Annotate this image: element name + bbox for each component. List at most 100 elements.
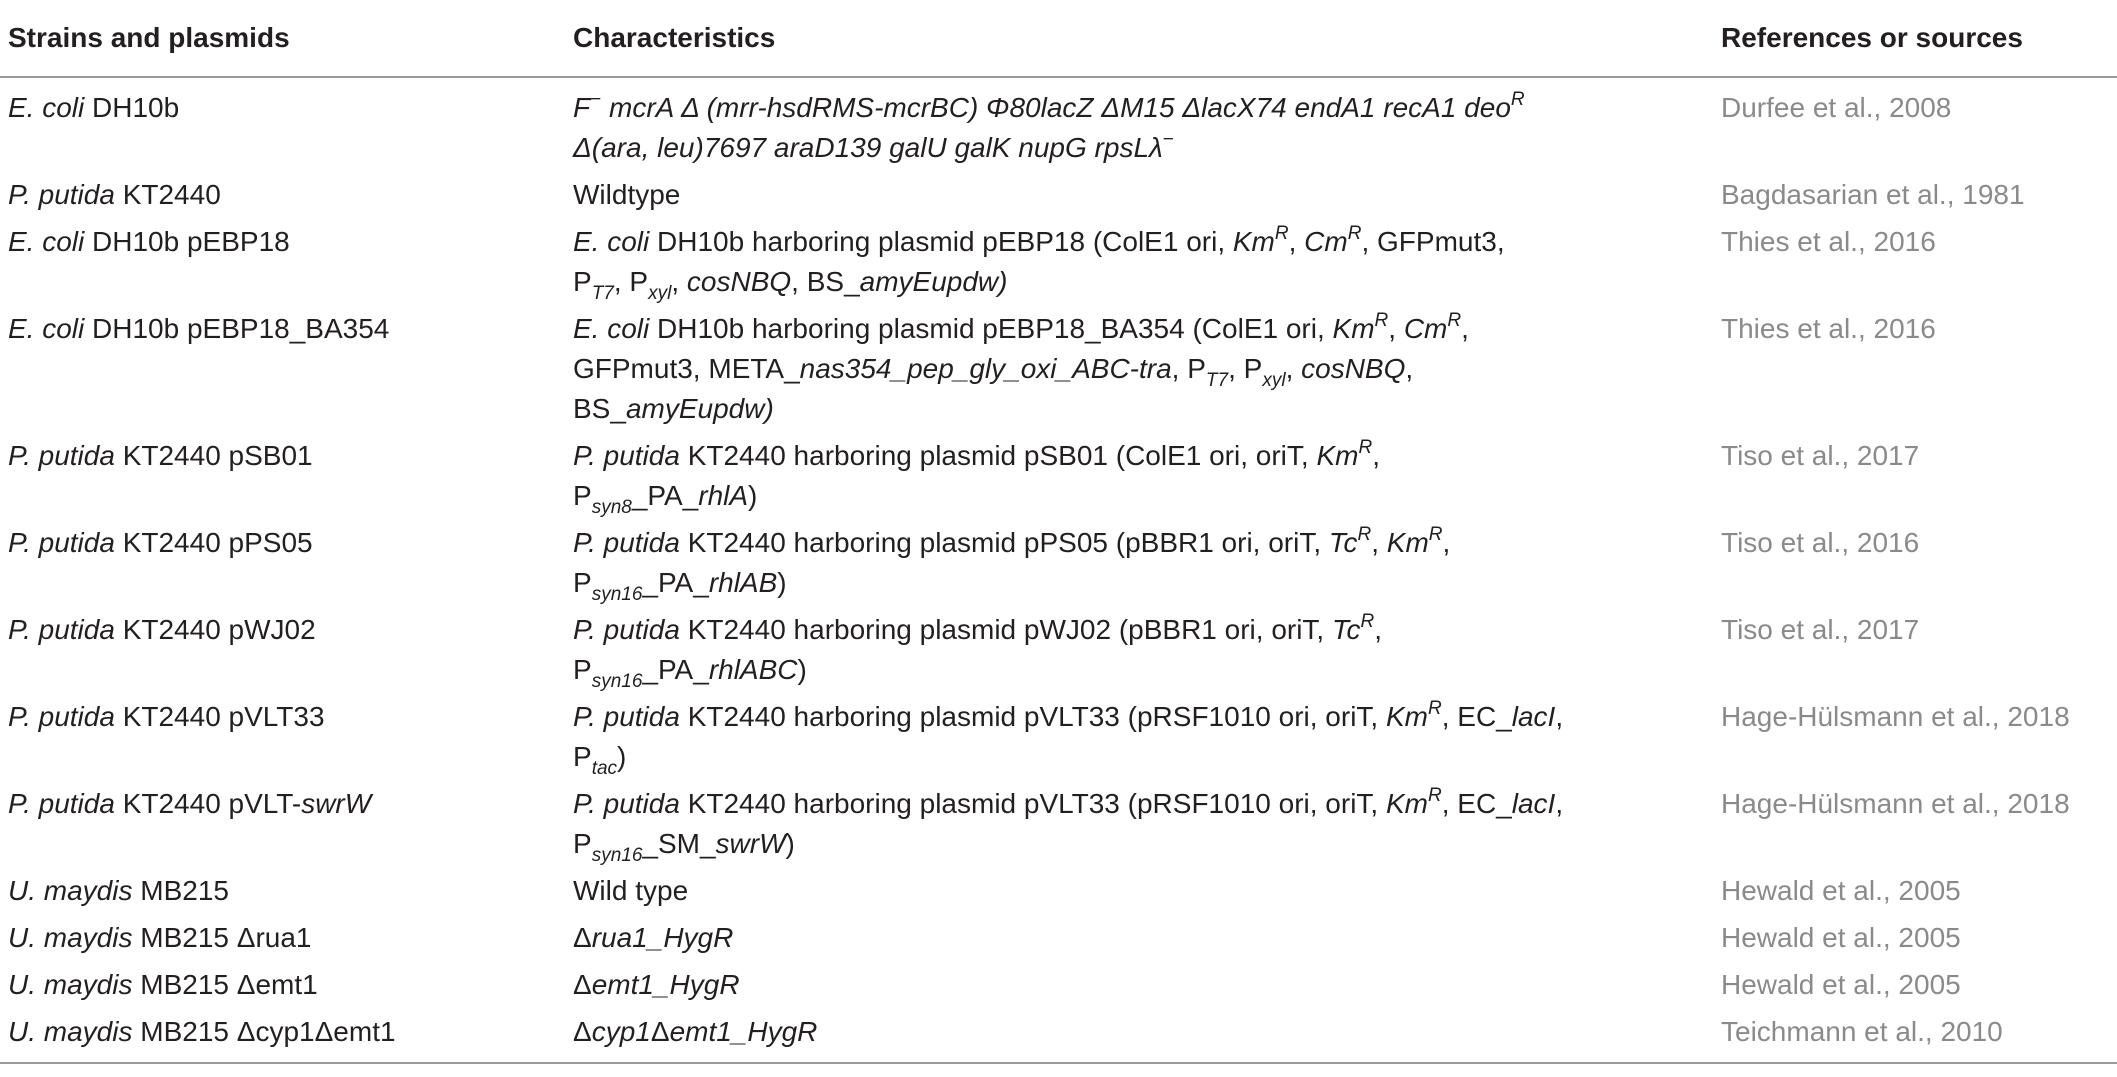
- text-segment: Km: [1232, 226, 1275, 257]
- text-segment: ,: [1555, 701, 1564, 732]
- text-segment: lacI: [1511, 701, 1556, 732]
- text-segment: P. putida: [573, 614, 680, 645]
- text-segment: , EC_: [1441, 788, 1512, 819]
- text-segment: ): [785, 828, 795, 859]
- text-segment: Km: [1386, 527, 1429, 558]
- text-segment: T7: [591, 283, 614, 305]
- text-segment: Cm: [1304, 226, 1348, 257]
- text-segment: −: [1162, 128, 1174, 150]
- text-segment: E. coli: [8, 226, 85, 257]
- cell-reference: Thies et al., 2016: [1721, 226, 1936, 257]
- cell-characteristics: Wild type: [565, 869, 1713, 916]
- table-row: E. coli DH10b pEBP18 E. coli DH10b harbor…: [0, 220, 2117, 307]
- text-segment: E. coli: [573, 313, 650, 344]
- text-segment: R: [1428, 523, 1443, 545]
- text-segment: R: [1374, 309, 1389, 331]
- cell-characteristics: P. putida KT2440 harboring plasmid pSB01…: [565, 434, 1713, 521]
- text-segment: ,: [671, 266, 687, 297]
- text-segment: KT2440 pSB01: [114, 440, 313, 471]
- text-segment: _PA_: [642, 654, 709, 685]
- text-segment: , P: [1171, 353, 1206, 384]
- cell-reference: Hage-Hülsmann et al., 2018: [1721, 788, 2070, 819]
- text-segment: P: [573, 828, 592, 859]
- text-segment: P. putida: [573, 788, 680, 819]
- text-segment: DH10b pEBP18_BA354: [84, 313, 390, 344]
- cell-characteristics: E. coli DH10b harboring plasmid pEBP18 (…: [565, 220, 1713, 307]
- text-segment: ,: [1405, 353, 1414, 384]
- text-segment: P. putida: [573, 701, 680, 732]
- text-segment: rua1_HygR: [591, 922, 734, 953]
- text-segment: R: [1357, 523, 1372, 545]
- text-segment: amyEupdw): [625, 393, 774, 424]
- text-segment: amyEupdw): [859, 266, 1008, 297]
- text-segment: MB215 Δrua1: [132, 922, 312, 953]
- cell-reference: Tiso et al., 2017: [1721, 440, 1920, 471]
- text-segment: R: [1427, 697, 1442, 719]
- text-segment: DH10b: [84, 92, 180, 123]
- text-segment: MB215 Δemt1: [132, 969, 318, 1000]
- text-segment: ): [777, 567, 787, 598]
- text-segment: Km: [1385, 701, 1428, 732]
- cell-strain: P. putida KT2440 pVLT-swrW: [0, 782, 565, 869]
- cell-strain: U. maydis MB215: [0, 869, 565, 916]
- text-segment: KT2440 pVLT-: [114, 788, 302, 819]
- text-segment: GFPmut3, META_: [573, 353, 800, 384]
- cell-reference: Thies et al., 2016: [1721, 313, 1936, 344]
- cell-reference: Hewald et al., 2005: [1721, 875, 1961, 906]
- text-segment: _SM_: [642, 828, 716, 859]
- cell-characteristics: Δrua1_HygR: [565, 916, 1713, 963]
- cell-strain: E. coli DH10b pEBP18_BA354: [0, 307, 565, 434]
- text-segment: ,: [1461, 313, 1469, 344]
- text-segment: P: [573, 567, 592, 598]
- text-segment: ,: [1388, 313, 1404, 344]
- text-segment: P. putida: [8, 440, 115, 471]
- text-segment: cosNBQ: [1301, 353, 1406, 384]
- text-segment: Km: [1316, 440, 1359, 471]
- cell-characteristics: P. putida KT2440 harboring plasmid pVLT3…: [565, 695, 1713, 782]
- text-segment: Km: [1385, 788, 1428, 819]
- cell-strain: P. putida KT2440: [0, 173, 565, 220]
- text-segment: KT2440 pWJ02: [114, 614, 316, 645]
- header-strains: Strains and plasmids: [0, 0, 565, 78]
- table-header: Strains and plasmids Characteristics Ref…: [0, 0, 2117, 78]
- cell-reference: Teichmann et al., 2010: [1713, 1010, 2117, 1064]
- text-segment: ,: [1442, 527, 1451, 558]
- text-segment: emt1_HygR: [669, 1016, 818, 1047]
- cell-strain: U. maydis MB215 Δrua1: [0, 916, 565, 963]
- text-segment: P: [573, 266, 592, 297]
- text-segment: cyp1: [591, 1016, 651, 1047]
- text-segment: _PA_: [631, 480, 699, 511]
- text-segment: Cm: [1403, 313, 1448, 344]
- text-segment: Δ: [573, 1016, 592, 1047]
- text-segment: ): [797, 654, 807, 685]
- cell-characteristics: F− mcrA Δ (mrr-hsdRMS-mcrBC) Φ80lacZ ΔM1…: [565, 77, 1713, 173]
- text-segment: DH10b pEBP18: [84, 226, 290, 257]
- text-segment: syn8: [591, 497, 632, 519]
- text-segment: syn16: [591, 845, 643, 867]
- text-segment: R: [1427, 784, 1442, 806]
- text-segment: KT2440 harboring plasmid pVLT33 (pRSF101…: [679, 788, 1386, 819]
- cell-characteristics: Δemt1_HygR: [565, 963, 1713, 1010]
- text-segment: E. coli: [8, 92, 85, 123]
- text-segment: emt1_HygR: [591, 969, 740, 1000]
- text-segment: −: [590, 88, 602, 110]
- cell-strain: P. putida KT2440 pSB01: [0, 434, 565, 521]
- text-segment: tac: [591, 758, 618, 780]
- text-segment: DH10b harboring plasmid pEBP18_BA354 (Co…: [649, 313, 1333, 344]
- text-segment: MB215 Δcyp1Δemt1: [132, 1016, 396, 1047]
- text-segment: nas354_pep_gly_oxi_ABC-tra: [799, 353, 1172, 384]
- text-segment: Wildtype: [573, 179, 681, 210]
- text-segment: Δ(ara, leu)7697 araD139 galU galK nupG r…: [573, 132, 1163, 163]
- cell-reference: Durfee et al., 2008: [1721, 92, 1952, 123]
- text-segment: P. putida: [8, 614, 115, 645]
- header-references: References or sources: [1713, 0, 2117, 78]
- cell-strain: P. putida KT2440 pVLT33: [0, 695, 565, 782]
- text-segment: Tc: [1332, 614, 1361, 645]
